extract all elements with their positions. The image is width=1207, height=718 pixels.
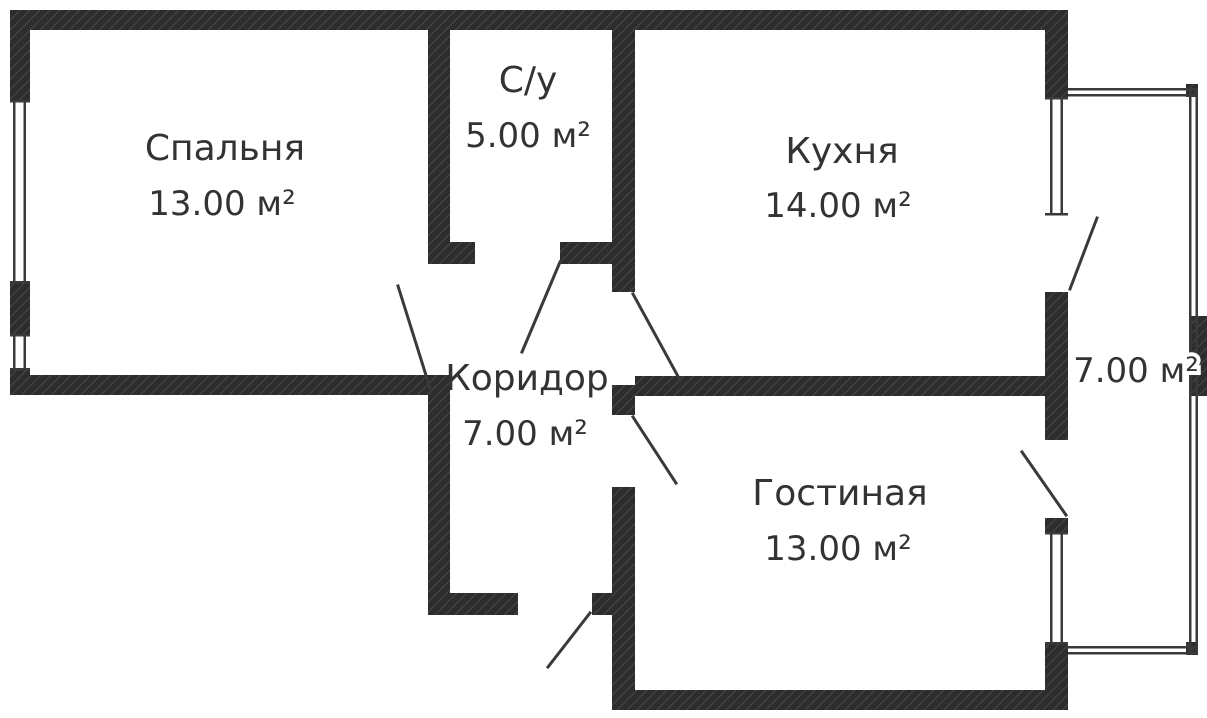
windows [10, 88, 1198, 655]
living-window-glass-1 [1050, 532, 1053, 644]
balcony-pier-mid [1191, 316, 1207, 396]
living-name-label: Гостиная [752, 473, 927, 514]
bedroom-window-upper-glass-2 [23, 102, 26, 283]
wall-bathroom-left [428, 10, 450, 264]
wall-central-mid-lower [612, 385, 635, 415]
balcony-glazing-top-1 [1068, 88, 1196, 91]
wall-central-bottom [612, 487, 635, 710]
kitchen-window-glass-2 [1060, 97, 1063, 215]
bedroom-window-upper-sill-top [10, 100, 30, 103]
living-window-sill-top [1045, 532, 1068, 535]
balcony-glazing-bottom-1 [1068, 646, 1196, 649]
bedroom-window-upper-glass-1 [13, 102, 16, 283]
balcony-glazing-right-2 [1195, 88, 1198, 653]
living-area-label: 13.00 м² [764, 529, 911, 569]
entrance-door-leaf [545, 610, 593, 670]
wall-right-lower-stub [1045, 518, 1068, 532]
room-labels: Спальня 13.00 м² С/у 5.00 м² Кухня 14.00… [145, 60, 1203, 569]
bathroom-name-label: С/у [499, 60, 558, 101]
wall-central-mid-upper [612, 242, 635, 292]
balcony-glazing-top-2 [1068, 94, 1196, 97]
bedroom-window-lower-sill-bottom [10, 368, 30, 371]
wall-right-pier [1045, 292, 1068, 440]
bedroom-window-upper-sill-bottom [10, 281, 30, 284]
wall-corridor-left [428, 385, 450, 615]
wall-bedroom-bottom [10, 375, 450, 395]
living-balcony-door-leaf [1019, 449, 1069, 518]
wall-kitchen-living-divider [635, 376, 1068, 396]
kitchen-balcony-door-leaf [1068, 216, 1099, 291]
balcony-glazing-right-1 [1189, 88, 1192, 653]
wall-bottom [612, 690, 1068, 710]
wall-right-top [1045, 10, 1068, 97]
kitchen-window-sill-top [1045, 97, 1068, 100]
wall-left-pier [10, 283, 30, 335]
bedroom-window-lower-glass-1 [13, 335, 16, 370]
bedroom-area-label: 13.00 м² [148, 184, 295, 224]
balcony-glazing-bottom-2 [1068, 652, 1196, 655]
walls [10, 10, 1207, 710]
bedroom-name-label: Спальня [145, 128, 305, 169]
doors [396, 216, 1099, 670]
bathroom-door-leaf [520, 260, 562, 354]
balcony-area-label: 7.00 м² [1073, 351, 1199, 391]
corridor-area-label: 7.00 м² [462, 414, 588, 454]
corridor-name-label: Коридор [445, 358, 609, 399]
kitchen-area-label: 14.00 м² [764, 186, 911, 226]
living-window-sill-bottom [1045, 642, 1068, 645]
kitchen-name-label: Кухня [785, 131, 898, 172]
wall-bathroom-bottom-left [428, 242, 475, 264]
wall-left-top [10, 10, 30, 102]
kitchen-window-glass-1 [1050, 97, 1053, 215]
living-window-glass-2 [1060, 532, 1063, 644]
bedroom-window-lower-glass-2 [23, 335, 26, 370]
wall-right-bottom [1045, 644, 1068, 710]
wall-central-top [612, 10, 635, 242]
bathroom-area-label: 5.00 м² [465, 116, 591, 156]
wall-top [10, 10, 1068, 30]
bedroom-window-lower-sill-top [10, 334, 30, 337]
living-door-leaf [630, 414, 679, 486]
bedroom-door-leaf [396, 284, 432, 390]
kitchen-door-leaf [630, 291, 683, 383]
wall-corridor-bottom-left [428, 593, 518, 615]
kitchen-window-sill-bottom [1045, 213, 1068, 216]
